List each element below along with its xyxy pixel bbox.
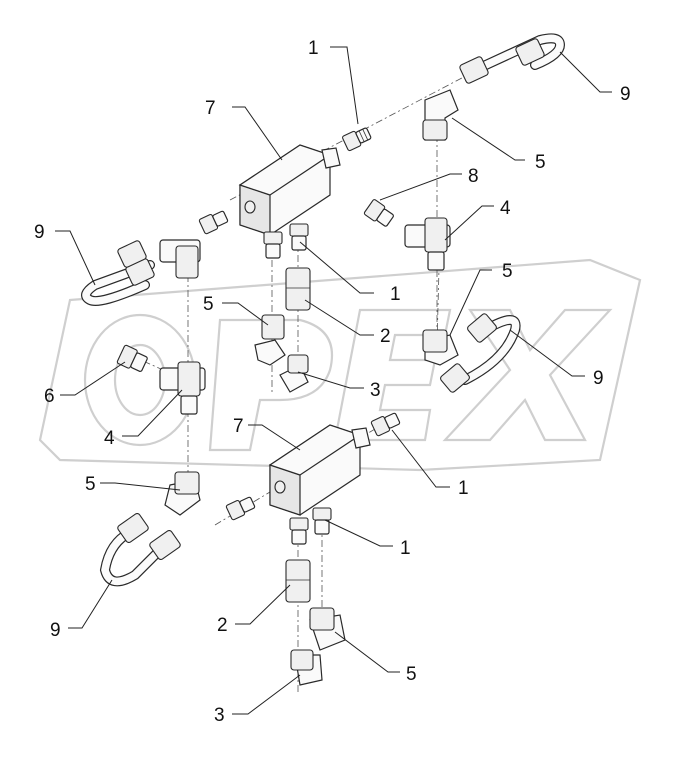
callout-5-upper-right: 5 bbox=[535, 152, 546, 173]
callout-7-upper: 7 bbox=[205, 98, 216, 119]
callout-2-lower: 2 bbox=[217, 615, 228, 636]
adapter-fittings bbox=[116, 127, 401, 545]
bent-tube-middle-right bbox=[440, 313, 521, 393]
valve-block-lower bbox=[268, 424, 371, 516]
callout-9-lower-left: 9 bbox=[50, 620, 61, 641]
bent-tube-upper-left bbox=[81, 240, 155, 306]
callout-4-upper: 4 bbox=[500, 198, 511, 219]
callout-9-upper-left: 9 bbox=[34, 222, 45, 243]
callout-5-lower: 5 bbox=[406, 664, 417, 685]
valve-block-upper bbox=[238, 144, 341, 236]
callout-8: 8 bbox=[468, 166, 479, 187]
bent-tube-upper-right bbox=[459, 33, 566, 84]
leader-lines bbox=[55, 46, 612, 715]
callout-1-lower-right: 1 bbox=[458, 478, 469, 499]
callout-5-mid-left: 5 bbox=[203, 294, 214, 315]
callout-6: 6 bbox=[44, 386, 55, 407]
callout-5-lower-left: 5 bbox=[85, 474, 96, 495]
callout-7-lower: 7 bbox=[233, 416, 244, 437]
callout-9-mid-right: 9 bbox=[593, 368, 604, 389]
hex-couplings bbox=[285, 267, 311, 603]
callout-5-mid-right: 5 bbox=[502, 261, 513, 282]
callout-9-top-right: 9 bbox=[620, 84, 631, 105]
callout-3-upper: 3 bbox=[370, 380, 381, 401]
callout-3-lower: 3 bbox=[214, 705, 225, 726]
callout-1-top: 1 bbox=[308, 38, 319, 59]
elbow-fittings bbox=[164, 89, 459, 686]
callout-1-upper-mid: 1 bbox=[390, 284, 401, 305]
tee-fittings bbox=[159, 217, 451, 415]
callout-2-upper: 2 bbox=[380, 326, 391, 347]
watermark-logo bbox=[38, 258, 642, 472]
bent-tube-lower-left bbox=[99, 512, 181, 587]
callout-labels: 1 9 7 5 8 4 9 1 5 2 5 3 9 6 4 7 1 5 1 9 … bbox=[34, 38, 631, 726]
callout-4-lower: 4 bbox=[104, 428, 115, 449]
callout-1-lower: 1 bbox=[400, 538, 411, 559]
